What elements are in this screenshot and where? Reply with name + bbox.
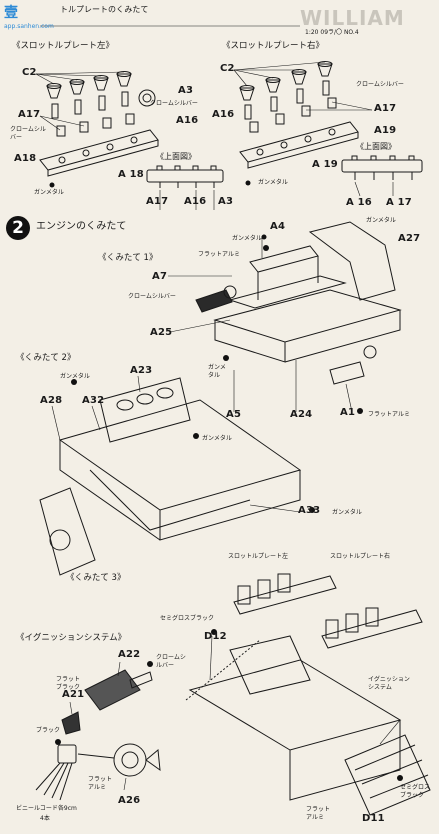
watermark-logo: 壹 [4, 5, 18, 21]
paint-flat-alumi-a1: フラットアルミ [368, 411, 410, 418]
left-throttle-drawing [39, 71, 224, 188]
step-number-badge: 2 [6, 216, 30, 240]
paint-chrome-silver-left: クロームシルバー [150, 100, 198, 107]
label-a28: A28 [40, 395, 63, 406]
logo-text: WILLIAM [300, 6, 405, 30]
label-a23: A23 [130, 365, 153, 376]
label-throttle-left: スロットルプレート左 [228, 553, 289, 560]
paint-gunmetal-right: ガンメタル [258, 179, 288, 186]
right-throttle-title: 《スロットルプレート右》 [222, 41, 325, 51]
left-throttle-title: 《スロットルプレート左》 [12, 41, 115, 51]
paint-flat-black: フラットブラック [56, 676, 81, 691]
top-title: トルプレートのくみたて [60, 5, 149, 14]
engine-base-drawing [195, 221, 402, 385]
paint-semigloss-black-d11: セミグロスブラック [400, 784, 431, 799]
ignition-system-drawing [35, 669, 161, 801]
paint-flat-alumi-sub3: フラットアルミ [306, 806, 331, 821]
label-a1: A1 [340, 407, 356, 418]
paint-chrome-silver-a7: クロームシルバー [128, 293, 176, 300]
paint-flat-alumi-a7: フラットアルミ [198, 251, 240, 258]
label-ignition-system: イグニッションシステム [368, 676, 410, 691]
paint-black: ブラック [36, 727, 61, 734]
right-throttle-drawing [239, 61, 423, 180]
paint-gunmetal-sub2-b: ガンメタル [202, 435, 232, 442]
label-throttle-right: スロットルプレート右 [330, 553, 391, 560]
paint-chrome-silver-right: クロームシルバー [356, 81, 404, 88]
label-a3: A3 [178, 85, 194, 96]
top-view-title-right: 《上面図》 [356, 142, 396, 151]
label-c2-left: C2 [22, 67, 37, 78]
label-a19: A19 [374, 125, 397, 136]
label-a22: A22 [118, 649, 141, 660]
label-a17-right: A17 [374, 103, 397, 114]
label-tv-a17-right: A 17 [386, 197, 412, 208]
label-a16-right: A16 [212, 109, 235, 120]
label-a32: A32 [82, 395, 105, 406]
label-tv-a19: A 19 [312, 159, 338, 170]
label-tv-a16-right: A 16 [346, 197, 372, 208]
label-tv-a3: A3 [218, 196, 234, 207]
label-a25: A25 [150, 327, 173, 338]
paint-semigloss-black: セミグロスブラック [160, 615, 215, 622]
paint-chrome-silver-a22: クロームシルバー [156, 654, 186, 669]
label-a24: A24 [290, 409, 313, 420]
vinyl-cord-count: 4本 [40, 815, 50, 822]
label-a16-left: A16 [176, 115, 199, 126]
label-tv-a17: A17 [146, 196, 169, 207]
paint-gunmetal-sub2: ガンメタル [60, 373, 90, 380]
paint-gunmetal-a33: ガンメタル [332, 509, 362, 516]
label-tv-a18: A 18 [118, 169, 144, 180]
ignition-system-title: 《イグニッションシステム》 [16, 633, 127, 643]
label-a5: A5 [226, 409, 242, 420]
paint-gunmetal-a27: ガンメタル [366, 217, 396, 224]
label-a17-left: A17 [18, 109, 41, 120]
paint-chrome-silver-split: クロームシルバー [10, 126, 46, 141]
logo-subtext: 1:20 09ラ/〇 NO.4 [305, 29, 359, 36]
label-a18: A18 [14, 153, 37, 164]
engine-assembly-drawing [185, 573, 431, 816]
paint-gunmetal-left: ガンメタル [34, 189, 64, 196]
label-a33: A33 [298, 505, 321, 516]
label-a27: A27 [398, 233, 421, 244]
sub-assembly-2-title: 《くみたて 2》 [16, 353, 76, 363]
vinyl-cord-note: ビニールコード各9cm [16, 805, 77, 812]
engine-block-drawing [39, 377, 302, 576]
label-d12: D12 [204, 631, 227, 642]
paint-flat-alumi-ignition: フラットアルミ [88, 776, 113, 791]
top-view-title-left: 《上面図》 [156, 152, 196, 161]
label-a7: A7 [152, 271, 168, 282]
watermark-url: app.sanhen.com [4, 23, 54, 30]
label-a4: A4 [270, 221, 286, 232]
label-a21: A21 [62, 689, 85, 700]
engine-assembly-title: エンジンのくみたて [36, 221, 127, 232]
paint-gun-metal-split: ガンメタル [208, 364, 226, 379]
paint-gunmetal-a4: ガンメタル [232, 235, 262, 242]
sub-assembly-3-title: 《くみたて 3》 [66, 573, 126, 583]
label-d11: D11 [362, 813, 385, 824]
label-a26: A26 [118, 795, 141, 806]
sub-assembly-1-title: 《くみたて 1》 [98, 253, 158, 263]
label-tv-a16: A16 [184, 196, 207, 207]
label-c2-right: C2 [220, 63, 235, 74]
